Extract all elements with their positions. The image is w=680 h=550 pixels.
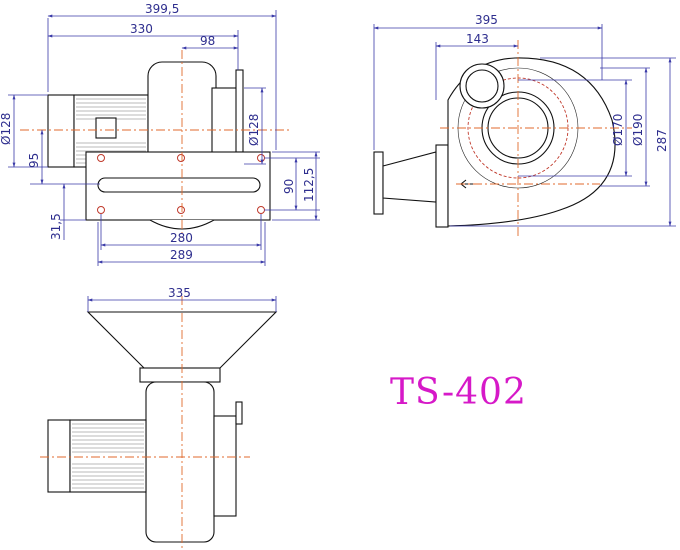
dim-base-depth: 112,5 — [302, 168, 316, 202]
model-label: TS-402 — [390, 372, 527, 413]
dim-hopper-width: 335 — [168, 286, 191, 300]
dim-motor-dia: Ø128 — [0, 113, 13, 145]
outlet-flange — [235, 69, 244, 153]
motor-end-cap — [47, 94, 75, 168]
inlet-flange — [373, 151, 384, 215]
dim-base-length: 289 — [170, 248, 193, 262]
top-view: 335 — [40, 286, 278, 548]
top-volute-housing — [145, 381, 215, 543]
dim-inner-dia: Ø170 — [611, 114, 625, 146]
dim-outlet-offset: 98 — [200, 34, 215, 48]
dim-overall-height: 287 — [655, 129, 669, 152]
inlet-cone — [382, 151, 437, 203]
dim-slot-width: 90 — [282, 179, 296, 194]
cone-flange — [435, 144, 449, 228]
base-mount-holes — [97, 154, 265, 214]
terminal-box — [95, 117, 117, 139]
dim-center-height: 95 — [27, 153, 41, 168]
hopper-flange — [139, 367, 221, 383]
top-motor-body — [69, 419, 147, 493]
dim-hole-span: 280 — [170, 231, 193, 245]
front-view: 399,5 330 98 Ø128 Ø128 95 31,5 90 112,5 … — [0, 2, 320, 266]
dim-outer-dia: Ø190 — [631, 114, 645, 146]
top-motor-end-cap — [47, 419, 71, 493]
side-view: 395 143 Ø170 Ø190 287 — [373, 13, 676, 236]
dim-motor-to-outlet: 330 — [130, 22, 153, 36]
dim-outlet-dia: Ø128 — [247, 114, 261, 146]
top-outlet-neck — [213, 415, 237, 517]
top-outlet-tab — [235, 401, 243, 425]
motor-inner-circle — [465, 69, 499, 103]
dim-overall-length: 399,5 — [145, 2, 179, 16]
dim-inlet-offset: 143 — [466, 32, 489, 46]
dim-base-height: 31,5 — [49, 213, 63, 240]
base-slot — [97, 177, 261, 193]
dim-overall-width: 395 — [475, 13, 498, 27]
top-motor-fins — [72, 423, 144, 489]
